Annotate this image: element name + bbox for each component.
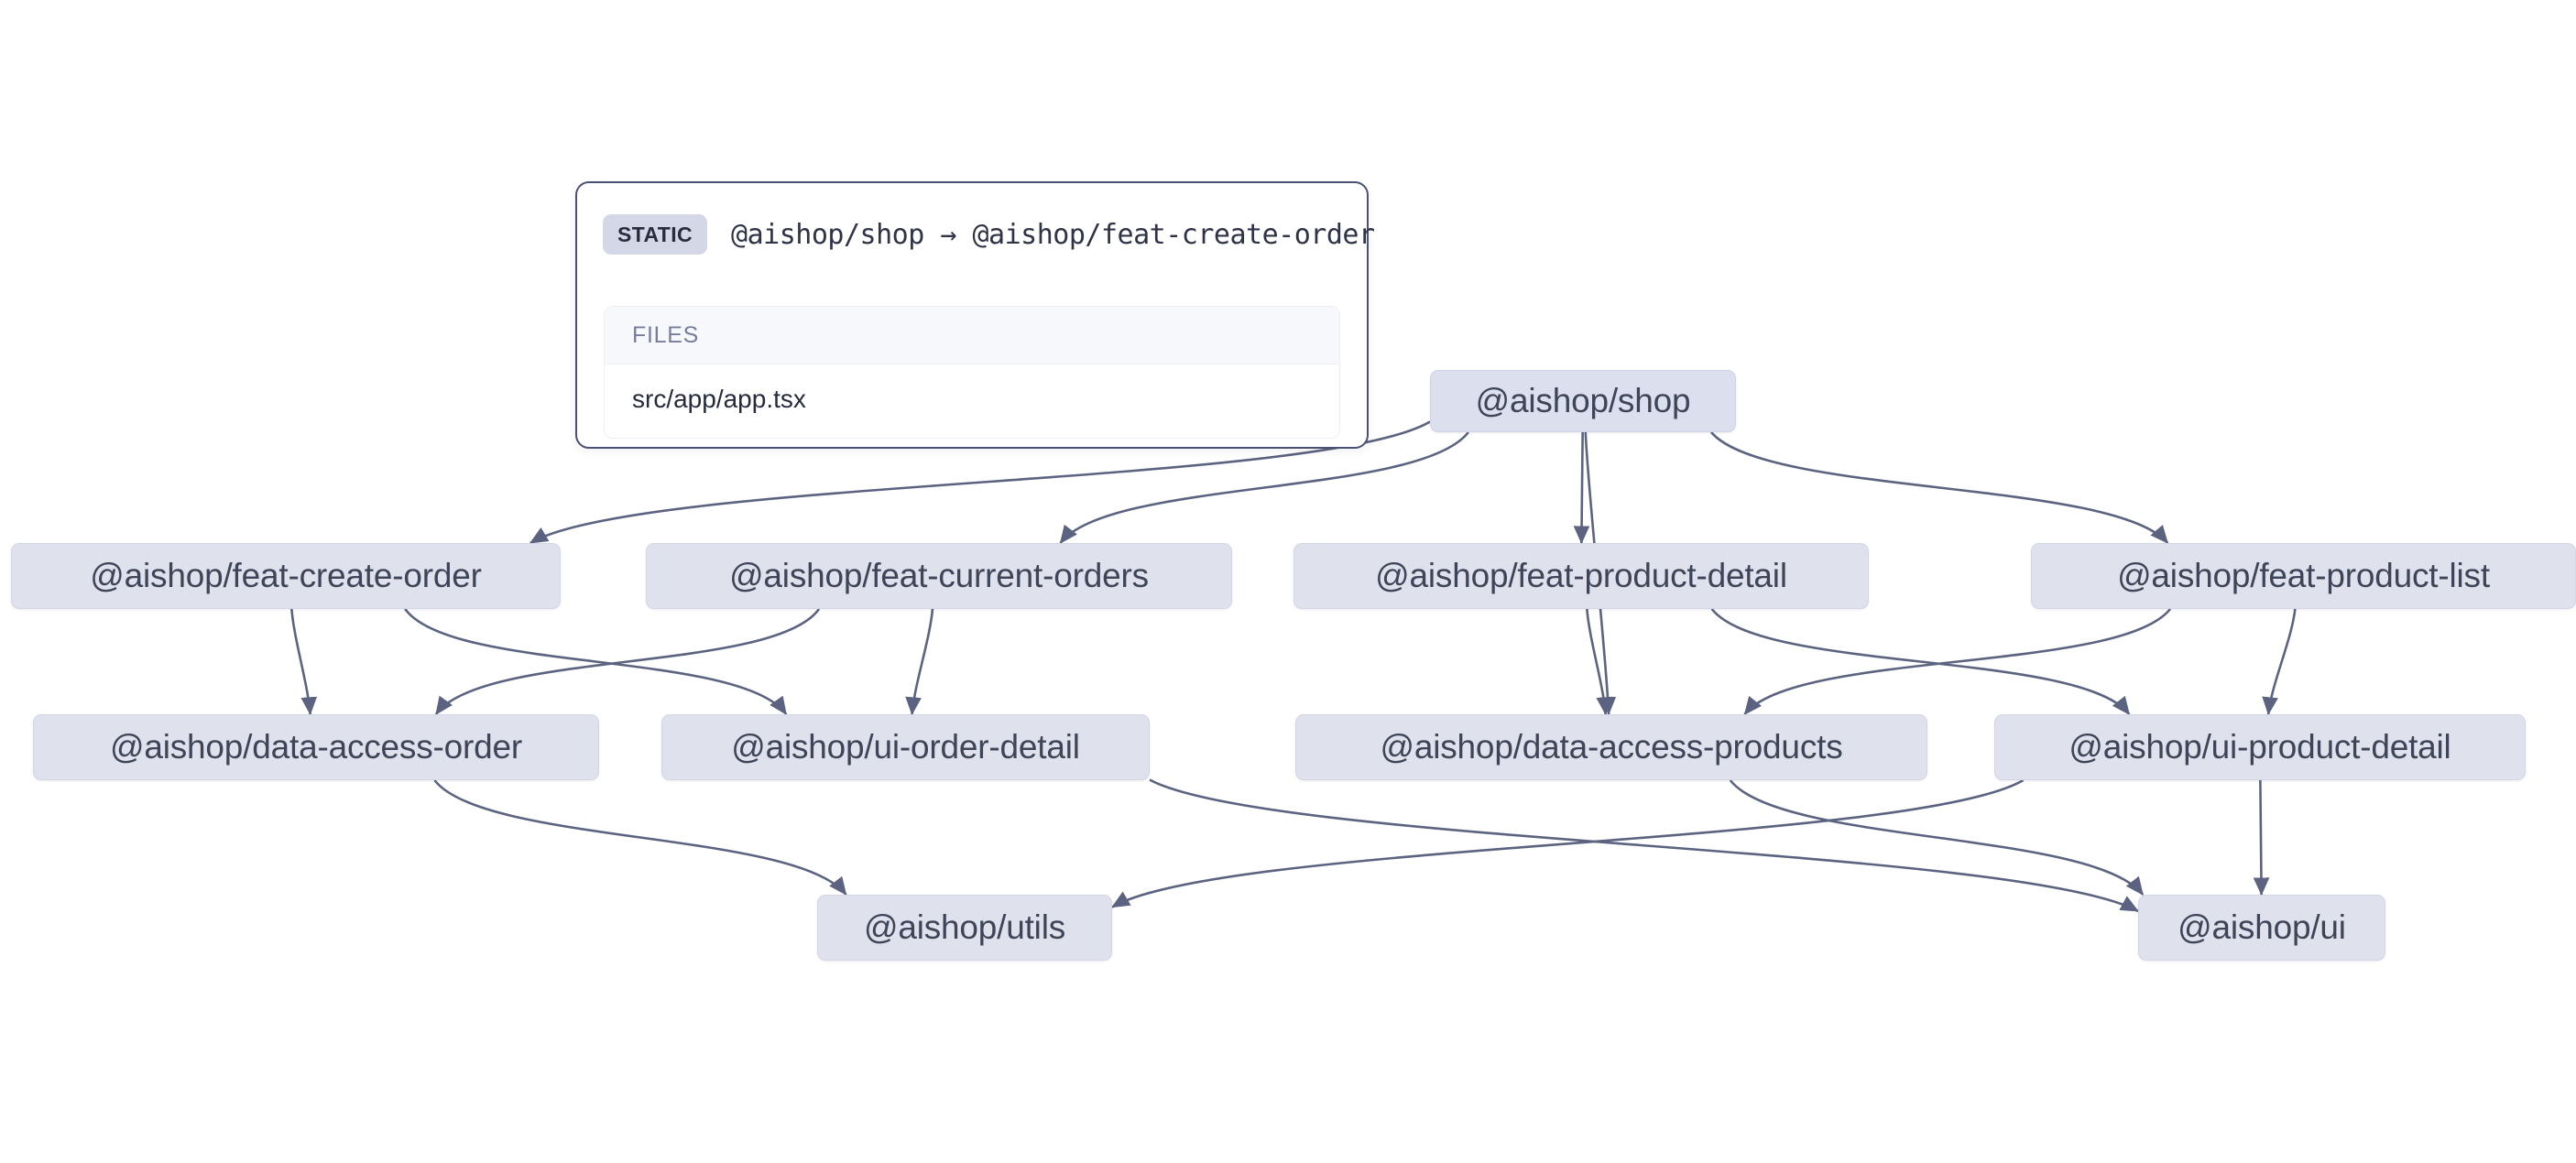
graph-node-feat-product-detail[interactable]: @aishop/feat-product-detail [1293,543,1869,609]
files-section-header: FILES [605,307,1339,364]
graph-node-utils[interactable]: @aishop/utils [817,895,1112,961]
graph-node-label: @aishop/ui [2178,908,2346,946]
graph-edge-shop-to-feat-current-orders[interactable] [1059,431,1469,544]
graph-node-shop[interactable]: @aishop/shop [1430,370,1736,432]
graph-node-label: @aishop/ui-order-detail [731,728,1080,766]
graph-edge-feat-create-order-to-data-access-order[interactable] [290,608,318,716]
graph-node-label: @aishop/ui-product-detail [2068,728,2451,766]
files-section: FILES src/app/app.tsx [604,306,1340,439]
graph-node-label: @aishop/feat-current-orders [729,557,1149,594]
graph-edge-feat-product-detail-to-data-access-products[interactable] [1586,608,1613,716]
graph-node-label: @aishop/feat-create-order [90,557,482,594]
graph-node-label: @aishop/feat-product-detail [1375,557,1787,594]
edge-detail-panel[interactable]: STATIC @aishop/shop → @aishop/feat-creat… [575,181,1375,449]
graph-node-label: @aishop/shop [1475,382,1691,419]
graph-node-label: @aishop/feat-product-list [2117,557,2490,594]
panel-header: STATIC @aishop/shop → @aishop/feat-creat… [577,183,1375,264]
graph-node-feat-current-orders[interactable]: @aishop/feat-current-orders [646,543,1232,609]
graph-edge-feat-product-list-to-ui-product-detail[interactable] [2262,608,2297,716]
graph-edge-feat-product-detail-to-ui-product-detail[interactable] [1710,608,2131,715]
graph-node-data-access-order[interactable]: @aishop/data-access-order [33,714,599,780]
graph-node-label: @aishop/data-access-products [1380,728,1843,766]
graph-node-ui-product-detail[interactable]: @aishop/ui-product-detail [1994,714,2526,780]
graph-node-ui[interactable]: @aishop/ui [2138,895,2385,961]
graph-node-label: @aishop/data-access-order [109,728,523,766]
graph-edge-shop-to-feat-product-detail[interactable] [1573,431,1590,545]
file-row[interactable]: src/app/app.tsx [605,364,1339,438]
graph-edge-shop-to-feat-product-list[interactable] [1710,431,2169,544]
graph-edge-feat-current-orders-to-data-access-order[interactable] [434,608,821,715]
graph-edge-data-access-products-to-ui[interactable] [1729,779,2145,896]
graph-node-feat-product-list[interactable]: @aishop/feat-product-list [2031,543,2576,609]
graph-edge-ui-product-detail-to-utils[interactable] [1111,778,2025,908]
graph-edge-ui-product-detail-to-ui[interactable] [2253,779,2270,897]
static-badge: STATIC [603,214,708,255]
files-list: src/app/app.tsx [605,364,1339,438]
graph-edge-data-access-order-to-utils[interactable] [433,779,847,896]
graph-edge-feat-current-orders-to-ui-order-detail[interactable] [905,608,934,716]
graph-node-data-access-products[interactable]: @aishop/data-access-products [1295,714,1927,780]
graph-node-label: @aishop/utils [863,908,1066,946]
panel-title: @aishop/shop → @aishop/feat-create-order [731,218,1375,251]
graph-node-feat-create-order[interactable]: @aishop/feat-create-order [11,543,561,609]
graph-node-ui-order-detail[interactable]: @aishop/ui-order-detail [661,714,1150,780]
graph-edge-feat-create-order-to-ui-order-detail[interactable] [404,608,788,715]
graph-edge-ui-order-detail-to-ui[interactable] [1149,778,2139,913]
graph-edge-feat-product-list-to-data-access-products[interactable] [1743,608,2172,715]
